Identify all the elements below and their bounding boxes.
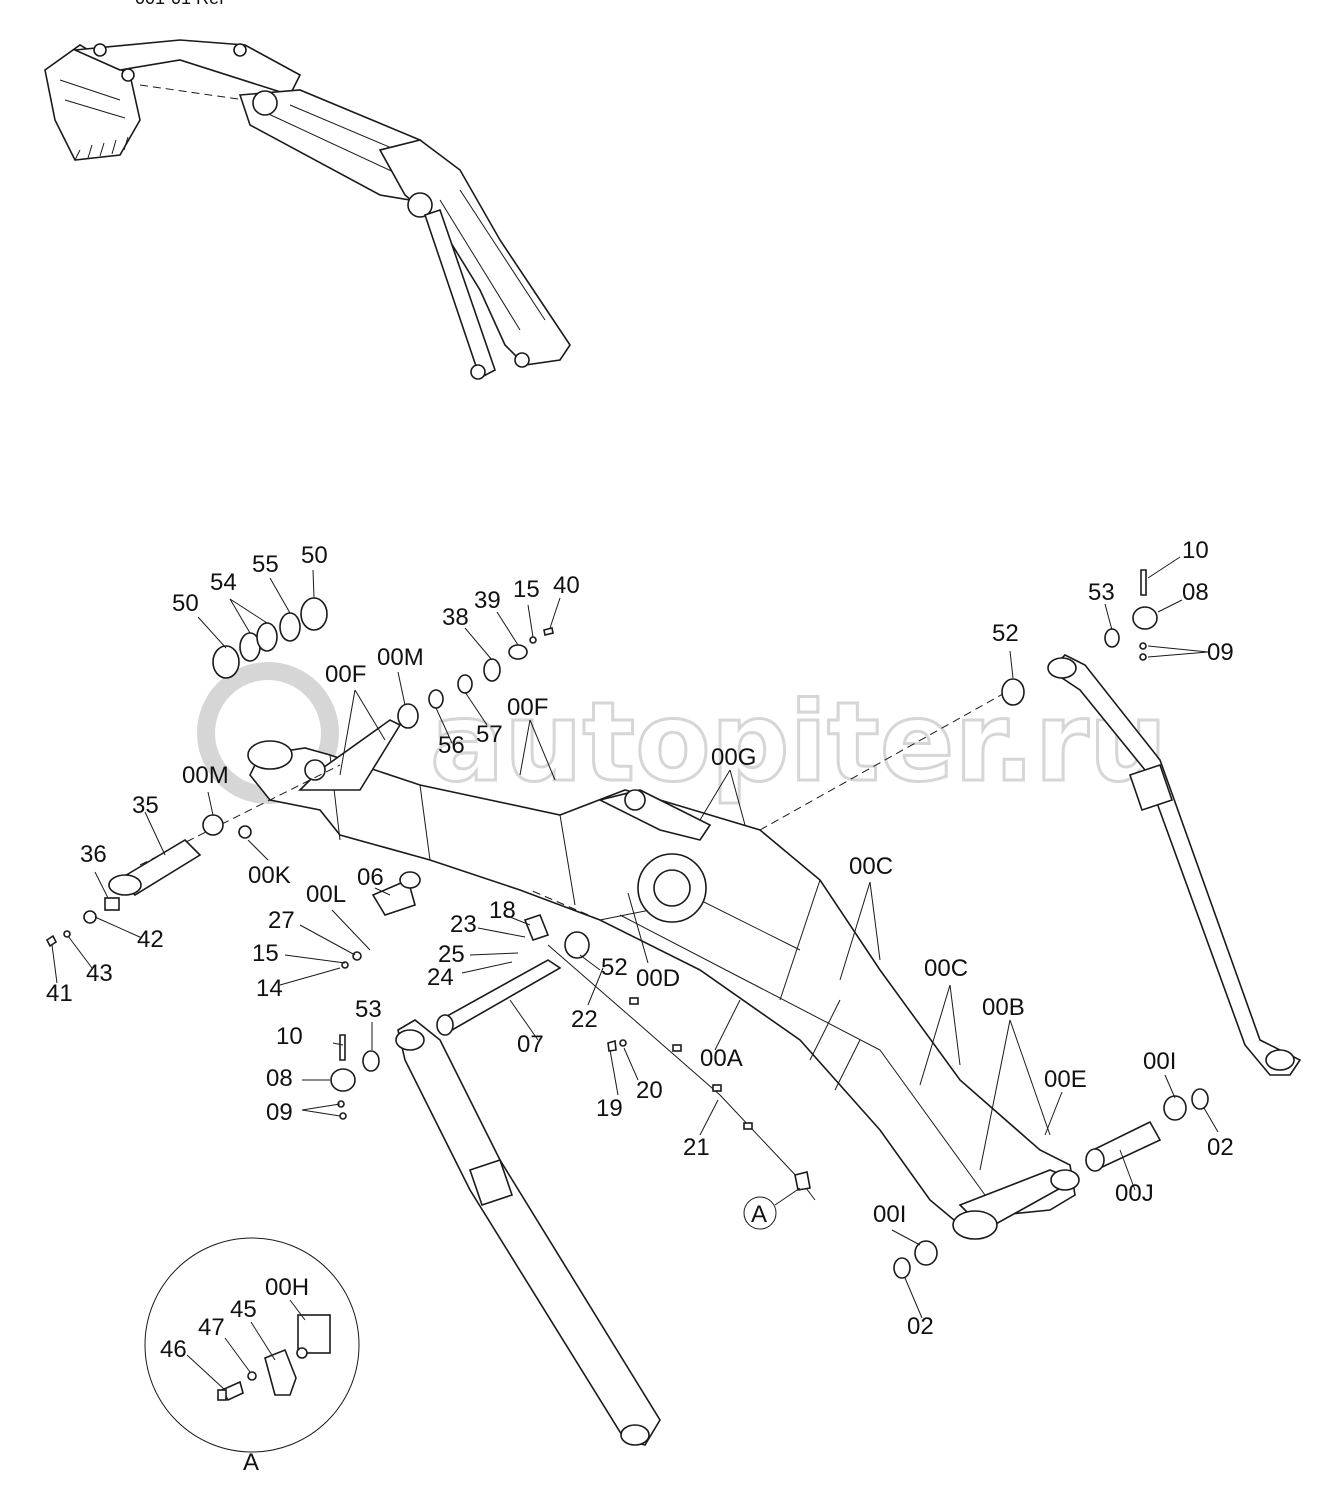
- part-label: 10: [276, 1023, 303, 1050]
- part-label: 00H: [265, 1274, 309, 1301]
- part-label: 00E: [1044, 1066, 1087, 1093]
- part-label: 55: [252, 551, 279, 578]
- part-label: 07: [517, 1031, 544, 1058]
- left-boom-cylinder: [395, 1019, 661, 1446]
- part-label: 00K: [248, 862, 291, 889]
- part-label: 52: [601, 954, 628, 981]
- part-label: 25: [438, 941, 465, 968]
- part-label: 14: [256, 975, 283, 1002]
- left-pin-parts: [45, 814, 562, 1036]
- part-label: 46: [160, 1336, 187, 1363]
- part-label: 00M: [377, 644, 424, 671]
- right-boom-cylinder: [1047, 654, 1302, 1076]
- part-label: 50: [172, 590, 199, 617]
- part-label: 54: [210, 569, 237, 596]
- part-label: 21: [683, 1134, 710, 1161]
- part-label: 19: [596, 1095, 623, 1122]
- part-labels: 50 54 55 50 38 39 15 40 10 53 08 52 09 0…: [46, 537, 1234, 1363]
- part-label: 02: [1207, 1134, 1234, 1161]
- part-label: 20: [636, 1077, 663, 1104]
- part-label: 00F: [507, 694, 548, 721]
- part-label: 00I: [1143, 1048, 1176, 1075]
- part-label: 57: [476, 721, 503, 748]
- part-label: 47: [198, 1314, 225, 1341]
- part-label: 06: [357, 864, 384, 891]
- part-label: 00D: [636, 965, 680, 992]
- part-label: 24: [427, 964, 454, 991]
- part-label: 23: [450, 911, 477, 938]
- part-label: 52: [992, 620, 1019, 647]
- excavator-arm-overview: [44, 39, 571, 380]
- pipe-with-clamps: [547, 944, 816, 1201]
- part-label: 35: [132, 792, 159, 819]
- part-label: 08: [1182, 579, 1209, 606]
- part-label: 00C: [849, 853, 893, 880]
- part-label: 56: [438, 732, 465, 759]
- part-label: 00B: [982, 994, 1025, 1021]
- part-label: 53: [355, 996, 382, 1023]
- part-label: 39: [474, 587, 501, 614]
- part-label: 00I: [873, 1201, 906, 1228]
- watermark-text: autopiter.ru: [430, 678, 1167, 806]
- part-label: 53: [1088, 579, 1115, 606]
- part-label: 38: [442, 604, 469, 631]
- part-label: 50: [301, 542, 328, 569]
- part-label: 15: [513, 576, 540, 603]
- part-label: 09: [1207, 639, 1234, 666]
- part-label: 43: [86, 960, 113, 987]
- part-label: 42: [137, 926, 164, 953]
- detail-view-a: A: [144, 1237, 360, 1476]
- part-label: 15: [252, 940, 279, 967]
- part-label: 08: [266, 1065, 293, 1092]
- top-caption: 001-01 Ref: [135, 0, 225, 8]
- part-label: 02: [907, 1313, 934, 1340]
- part-label: 10: [1182, 537, 1209, 564]
- leader-lines: [51, 556, 1219, 1391]
- detail-view-label: A: [243, 1449, 259, 1476]
- part-label: 36: [80, 841, 107, 868]
- detail-reference-label: A: [751, 1201, 767, 1228]
- part-label: 00M: [182, 762, 229, 789]
- part-label: 00L: [306, 881, 346, 908]
- boom-assembly: [139, 689, 1080, 1240]
- foot-pin-parts: [893, 1088, 1209, 1279]
- part-label: 27: [268, 907, 295, 934]
- part-label: 09: [266, 1099, 293, 1126]
- part-label: 00G: [711, 744, 756, 771]
- part-label: 00J: [1115, 1180, 1154, 1207]
- detail-a-callout: A: [743, 1187, 801, 1230]
- part-label: 22: [571, 1006, 598, 1033]
- part-label: 41: [46, 980, 73, 1007]
- part-label: 18: [489, 897, 516, 924]
- part-label: 45: [230, 1296, 257, 1323]
- part-label: 00A: [700, 1045, 743, 1072]
- part-label: 40: [553, 572, 580, 599]
- part-label: 00C: [924, 955, 968, 982]
- part-label: 00F: [325, 661, 366, 688]
